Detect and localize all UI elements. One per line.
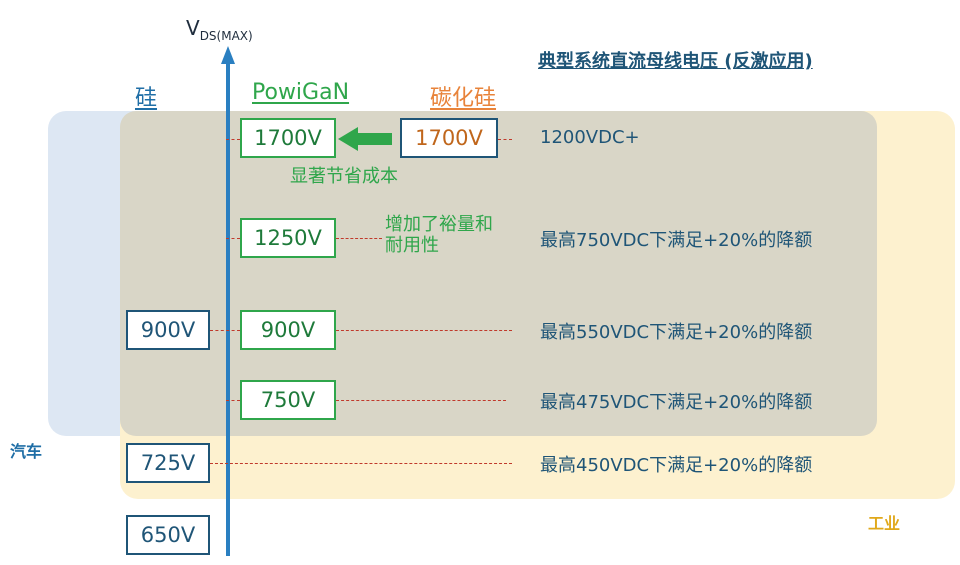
industrial-label: 工业 (868, 514, 901, 533)
dash-750-left (226, 400, 240, 401)
dash-1250-left (226, 238, 240, 239)
si-650v-box: 650V (126, 515, 210, 555)
cost-saving-note: 显著节省成本 (290, 166, 398, 187)
row-label-1700: 1200VDC+ (540, 127, 640, 148)
gan-750v-box: 750V (240, 380, 336, 420)
si-900v-box: 900V (126, 310, 210, 350)
row-label-900: 最高550VDC下满足+20%的降额 (540, 322, 813, 343)
gan-900v-box: 900V (240, 310, 336, 350)
axis-label: VDS(MAX) (186, 16, 253, 43)
column-header-gan: PowiGaN (252, 80, 350, 105)
axis-label-v: V (186, 16, 200, 40)
row-label-1250: 最高750VDC下满足+20%的降额 (540, 230, 813, 251)
diagram-title: 典型系统直流母线电压 (反激应用) (538, 51, 813, 72)
row-label-750: 最高475VDC下满足+20%的降额 (540, 392, 813, 413)
row-label-725: 最高450VDC下满足+20%的降额 (540, 455, 813, 476)
sic-1700v-box: 1700V (400, 118, 498, 158)
dash-1700-left (226, 139, 240, 140)
dash-725 (210, 463, 512, 464)
column-header-silicon: 硅 (135, 86, 158, 111)
axis-label-subscript: DS(MAX) (199, 29, 253, 43)
margin-note-line2: 耐用性 (385, 235, 439, 256)
gan-1250v-box: 1250V (240, 218, 336, 258)
dash-1700-right (498, 139, 512, 140)
margin-note-line1: 增加了裕量和 (385, 214, 493, 235)
dash-1250-right (336, 238, 382, 239)
automotive-label: 汽车 (10, 442, 43, 461)
dash-750-right (336, 400, 506, 401)
column-header-sic: 碳化硅 (430, 86, 497, 111)
gan-1700v-box: 1700V (240, 118, 336, 158)
si-725v-box: 725V (126, 443, 210, 483)
dash-900-left (210, 330, 240, 331)
dash-900-right (336, 330, 512, 331)
